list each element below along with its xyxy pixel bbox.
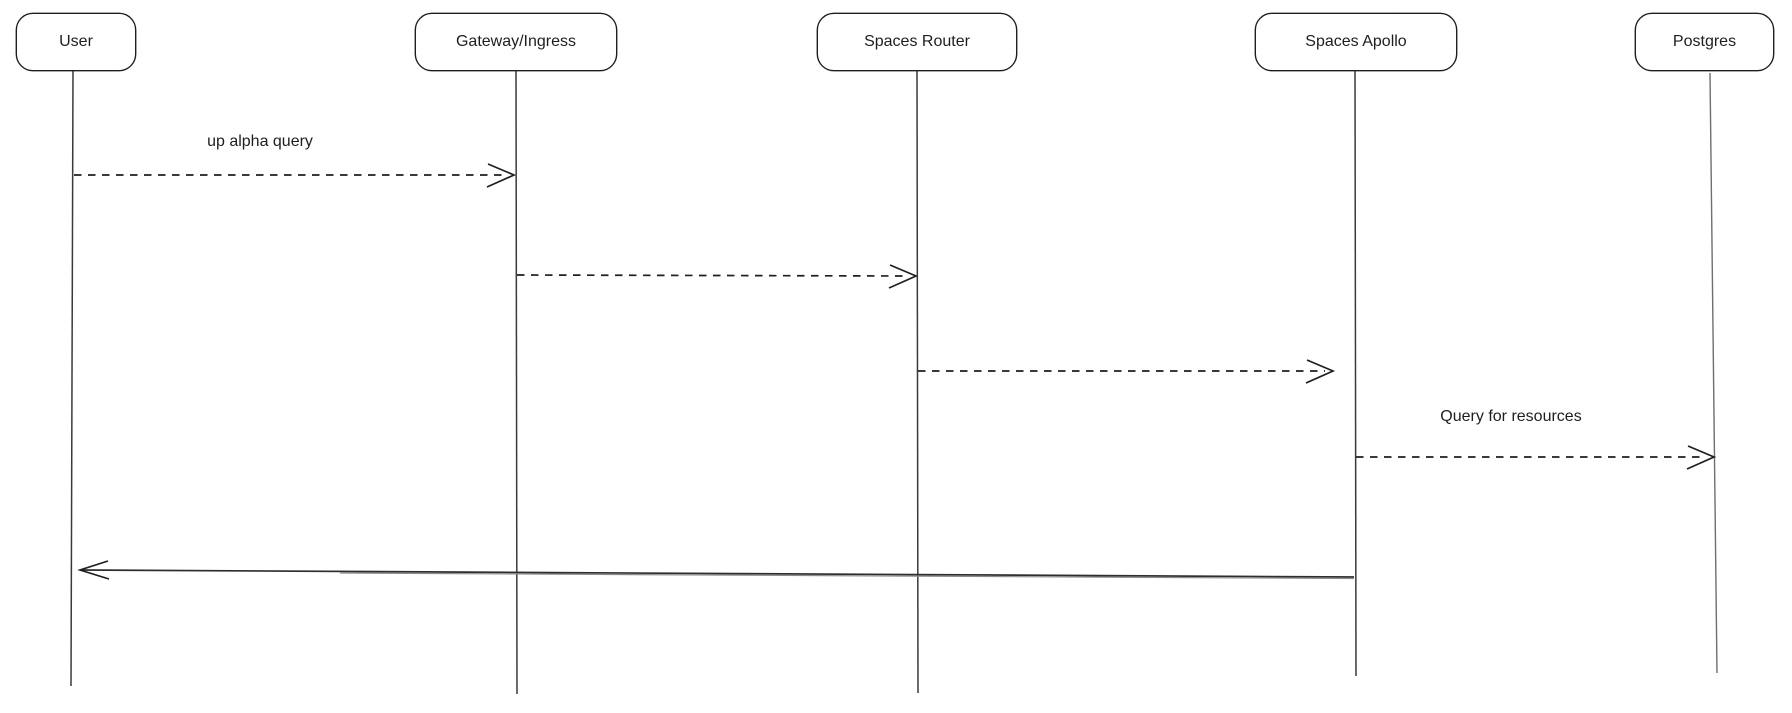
lifeline-spaces-router [916,70,919,694]
lifeline-gateway-ingress [515,70,518,695]
arrowhead-left-icon [77,560,110,580]
actor-label-postgres: Postgres [1672,33,1737,50]
actor-label-gateway-ingress: Gateway/Ingress [455,33,577,50]
message-arrow-apollo-to-postgres [1356,445,1717,470]
actor-box-user: User [16,13,136,71]
actor-box-spaces-apollo: Spaces Apollo [1255,13,1457,71]
arrowhead-right-icon [1305,359,1336,384]
arrowhead-right-icon [1686,445,1717,470]
message-arrow-router-to-apollo [918,359,1336,384]
actor-box-gateway-ingress: Gateway/Ingress [415,13,617,71]
lifeline-spaces-apollo [1354,70,1357,677]
arrowhead-right-icon [486,163,517,188]
arrowhead-right-icon [888,264,919,289]
actor-label-user: User [59,33,93,50]
message-label-up-alpha-query: up alpha query [207,133,313,150]
message-arrow-user-to-gateway [74,163,517,188]
actor-box-spaces-router: Spaces Router [817,13,1017,71]
message-arrow-gateway-to-router [516,264,919,289]
actor-box-postgres: Postgres [1635,13,1774,71]
actor-label-spaces-router: Spaces Router [864,33,970,50]
lifeline-postgres [1709,72,1718,674]
message-label-query-for-resources: Query for resources [1440,408,1582,425]
actor-label-spaces-apollo: Spaces Apollo [1305,33,1407,50]
message-arrow-apollo-to-user [77,560,1355,580]
lifeline-user [70,70,74,687]
